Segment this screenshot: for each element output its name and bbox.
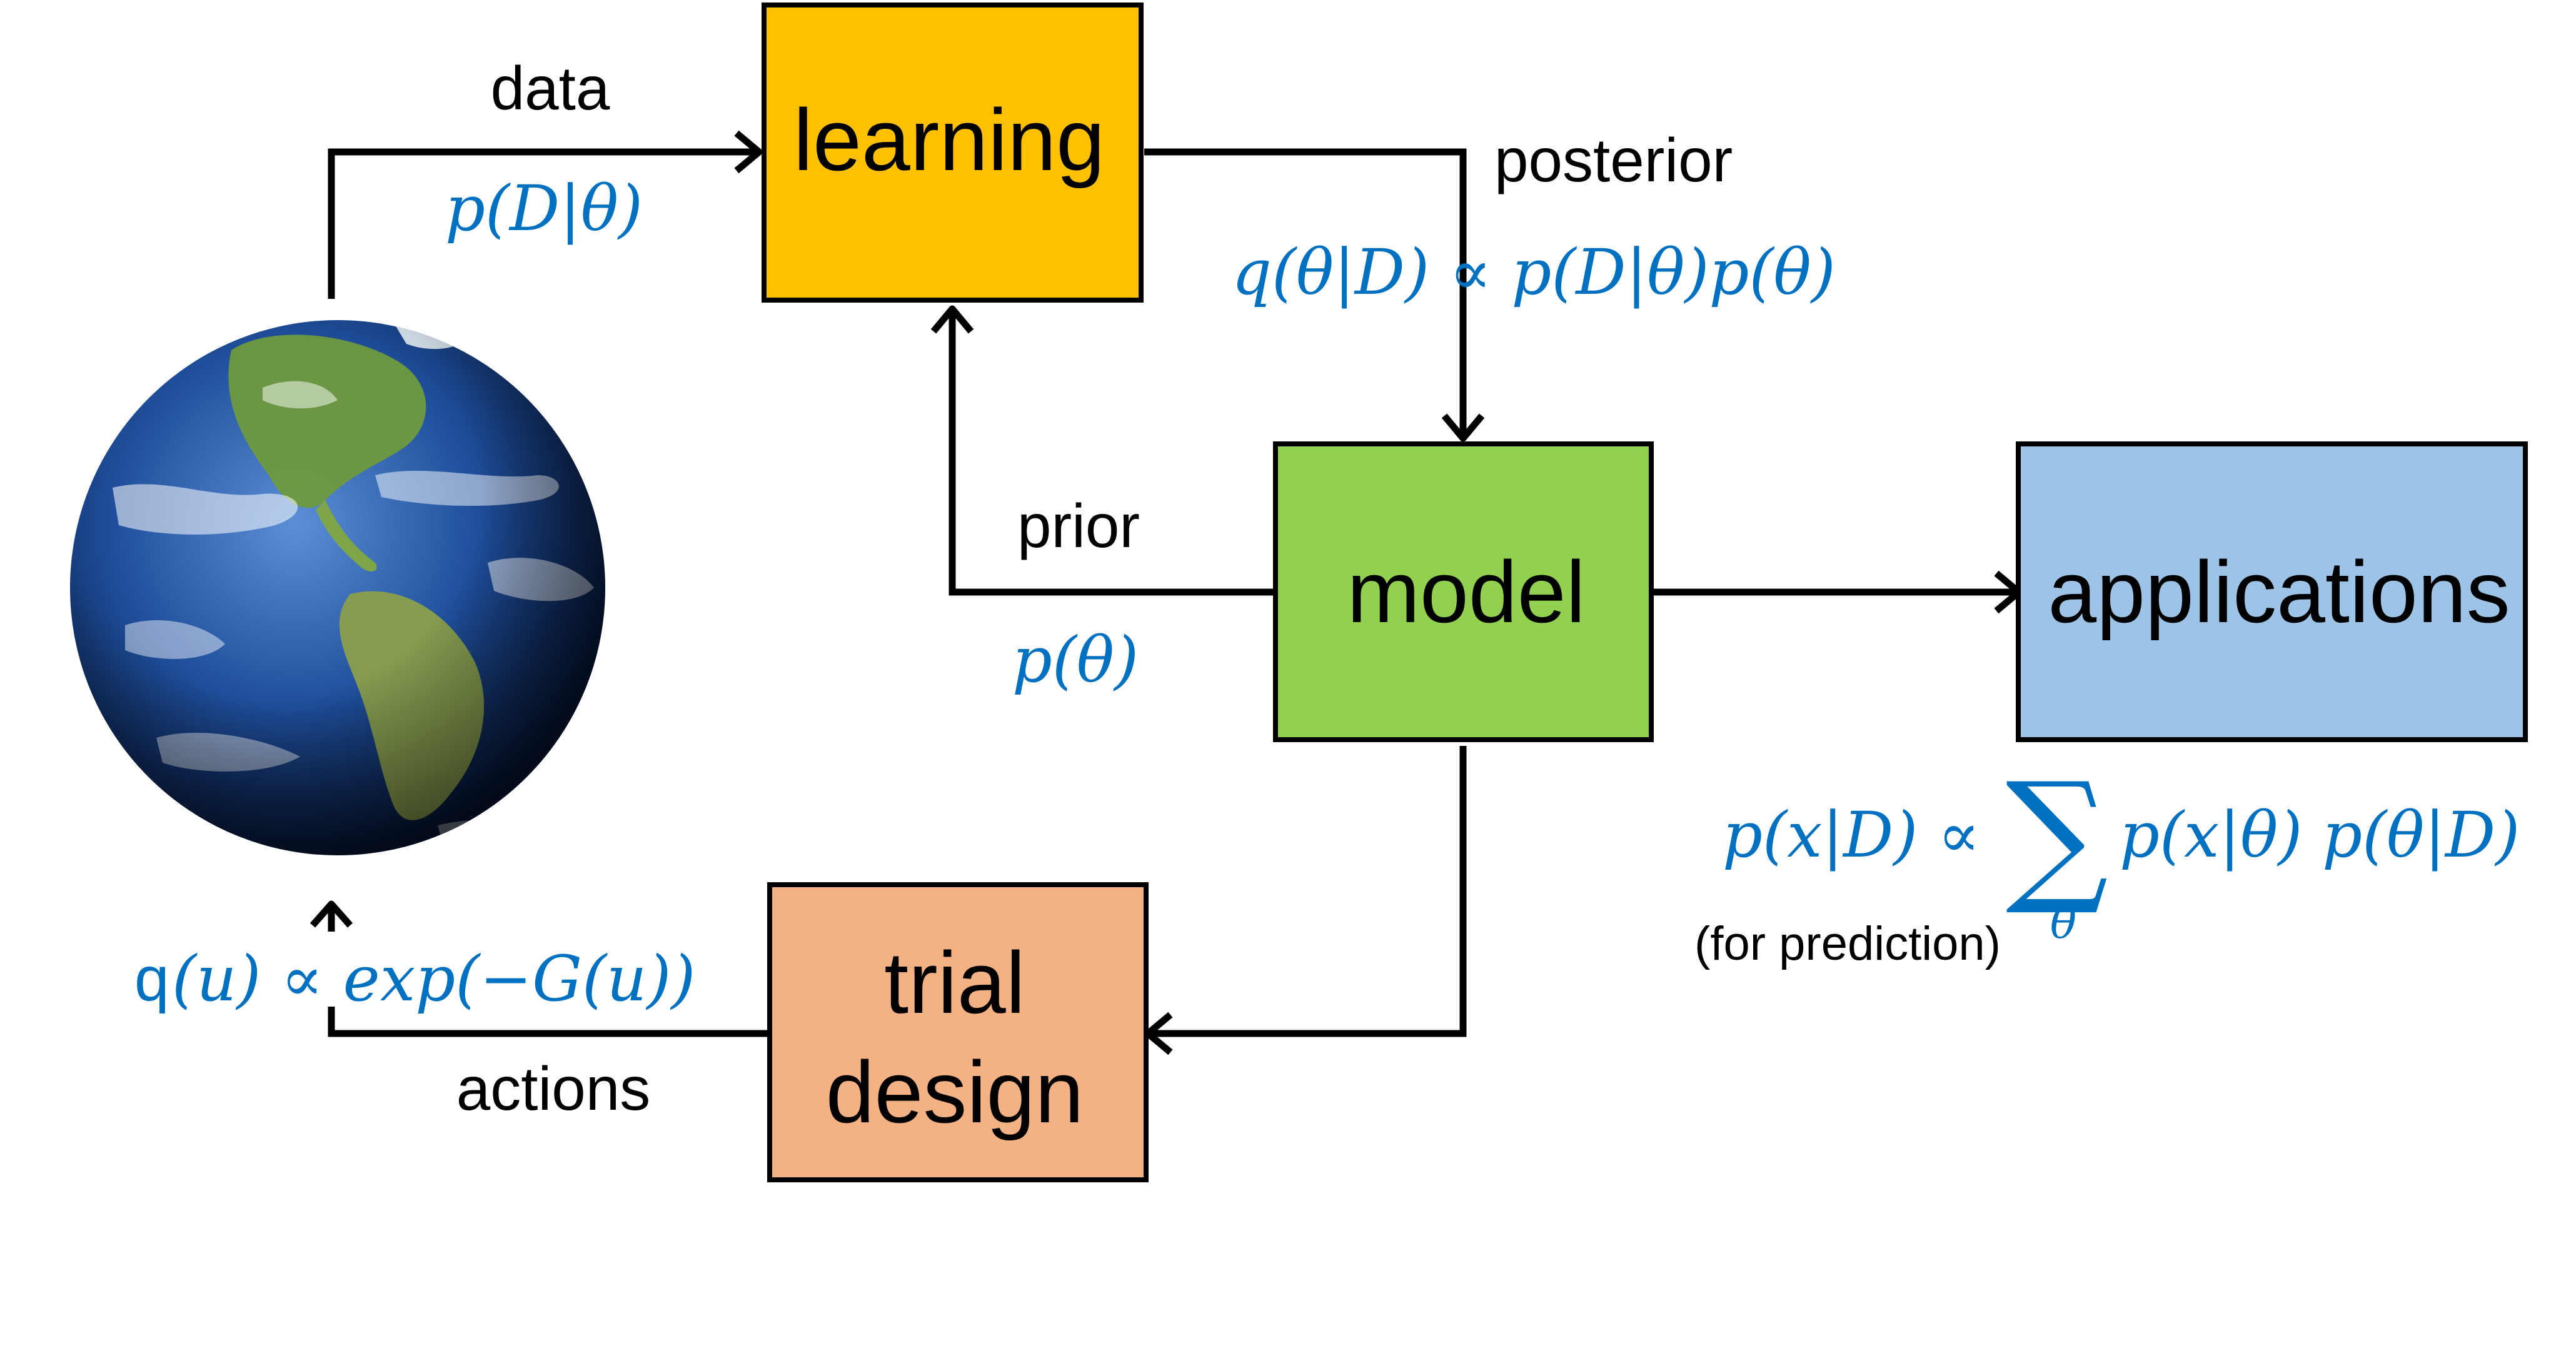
posterior-equation: q(θ|D) ∝ p(D|θ)p(θ) <box>1232 236 1836 309</box>
action-rest: (u) ∝ exp(−G(u)) <box>172 942 695 1015</box>
applications-label: applications <box>2048 543 2510 641</box>
trial-design-box: trial design <box>767 882 1149 1182</box>
data-arrow-head <box>734 130 763 174</box>
likelihood-equation: p(D|θ) <box>445 172 643 245</box>
posterior-arrow <box>1144 148 1467 435</box>
model-box: model <box>1273 441 1654 742</box>
learning-label: learning <box>793 91 1105 189</box>
earth-globe-icon <box>70 320 605 855</box>
data-label: data <box>491 54 610 123</box>
model-label: model <box>1347 543 1585 641</box>
design-label: design <box>826 1043 1084 1141</box>
actions-arrow <box>328 1007 768 1037</box>
prediction-rhs: p(x|θ) p(θ|D) <box>2120 798 2520 872</box>
actions-arrow-head <box>309 900 353 928</box>
applications-box: applications <box>2016 441 2528 742</box>
data-arrow <box>328 148 757 299</box>
prediction-sum-symbol: ∑ <box>2006 752 2108 919</box>
posterior-label: posterior <box>1494 126 1733 194</box>
prediction-lhs: p(x|D) ∝ <box>1723 798 1980 872</box>
for-prediction-label: (for prediction) <box>1694 917 2001 970</box>
action-equation: q (u) ∝ exp(−G(u)) <box>134 942 695 1015</box>
learning-box: learning <box>762 3 1144 303</box>
prior-equation: p(θ) <box>1012 623 1139 697</box>
prediction-equation: p(x|D) ∝ ∑ θ p(x|θ) p(θ|D) <box>1723 752 2520 948</box>
prior-arrow <box>948 311 1275 596</box>
prior-arrow-head <box>930 305 974 334</box>
trial-label: trial <box>884 933 1025 1032</box>
posterior-arrow-head <box>1441 413 1485 442</box>
actions-label: actions <box>456 1054 651 1123</box>
design-arrow <box>1150 746 1467 1037</box>
prior-label: prior <box>1017 491 1140 560</box>
action-q: q <box>134 944 169 1014</box>
prediction-sum-subscript: θ <box>2050 897 2076 948</box>
